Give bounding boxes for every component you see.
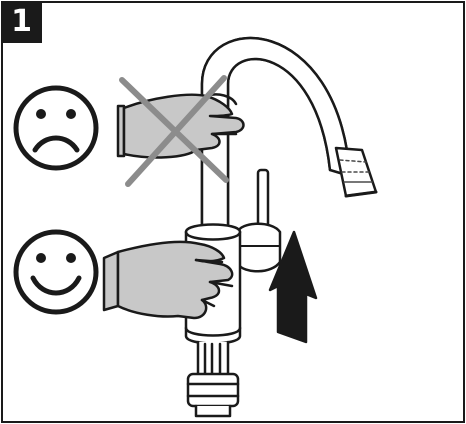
spout-tip [336, 148, 376, 196]
sad-face-icon [16, 88, 96, 168]
hand-on-body [104, 242, 232, 318]
happy-face-icon [16, 232, 96, 312]
step-number-badge: 1 [1, 1, 42, 43]
faucet-base [188, 342, 238, 416]
